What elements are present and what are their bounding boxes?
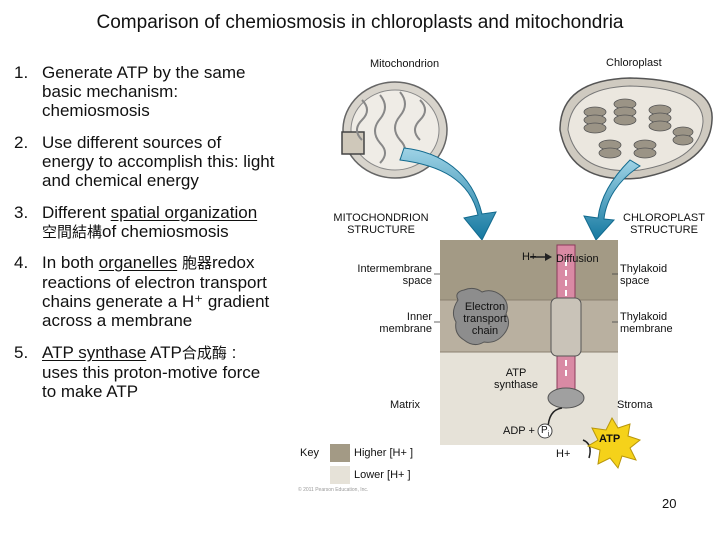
point-2: 2.Use different sources of energy to acc… [14, 133, 275, 190]
mitochondrion-label: Mitochondrion [370, 58, 440, 70]
pi-label: Pi [541, 425, 550, 438]
point-3: 3.Different spatial organization 空間結構of … [14, 203, 258, 241]
chloro-arrow [583, 159, 641, 241]
chloroplast-illustration [559, 77, 713, 180]
atp-synthase [547, 244, 585, 409]
matrix-label: Matrix [390, 399, 420, 411]
key-lower-swatch [330, 466, 350, 484]
h-bottom-label: H+ [556, 448, 571, 460]
key-lower-label: Lower [H+ ] [354, 469, 411, 481]
key-higher-label: Higher [H+ ] [354, 447, 413, 459]
h-top-label: H+ [522, 251, 537, 263]
stroma-label: Stroma [617, 399, 653, 411]
point-4: 4.In both organelles 胞器redox reactions o… [14, 253, 270, 330]
key-higher-swatch [330, 444, 350, 462]
lower-h-region [440, 350, 618, 445]
mito-arrow [399, 147, 497, 241]
point-1: 1.Generate ATP by the same basic mechani… [14, 63, 246, 120]
point-5: 5.ATP synthase ATP合成酶 : uses this proton… [14, 343, 261, 401]
slide-title: Comparison of chemiosmosis in chloroplas… [96, 12, 624, 33]
chloroplast-label: Chloroplast [606, 57, 662, 69]
atp-burst [586, 416, 642, 470]
adp-label: ADP + [503, 425, 535, 437]
key-label: Key [300, 447, 319, 459]
electron-transport-chain [452, 287, 510, 346]
diffusion-label: Diffusion [556, 253, 599, 265]
copyright-text: © 2011 Pearson Education, Inc. [298, 487, 369, 493]
page-number: 20 [662, 496, 677, 511]
atp-label: ATP [599, 433, 621, 445]
